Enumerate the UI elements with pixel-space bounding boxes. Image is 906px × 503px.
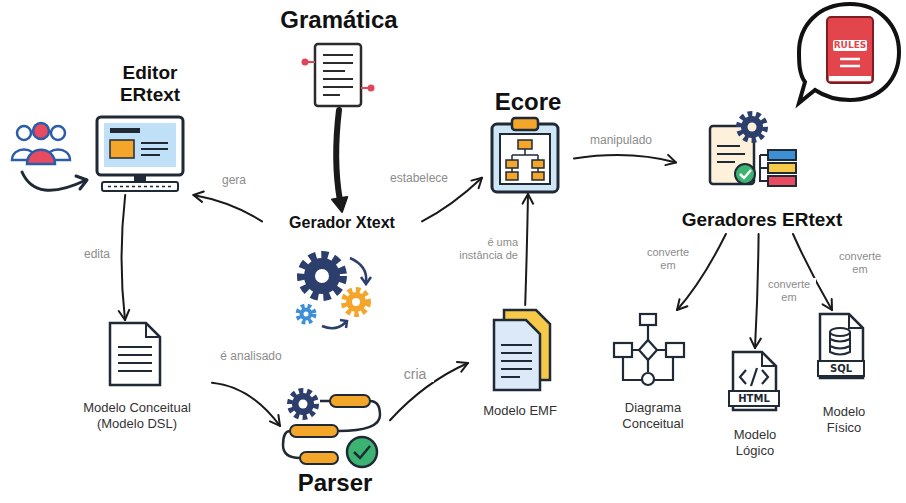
output-node: Modelo Lógico xyxy=(712,348,798,461)
connector xyxy=(390,362,468,420)
title-node: Gramática xyxy=(268,4,410,110)
arrowhead xyxy=(332,197,347,212)
arrowhead xyxy=(677,299,687,310)
arrowhead xyxy=(823,299,832,310)
ecore-icon xyxy=(492,118,558,192)
node-label: Modelo Físico xyxy=(814,404,874,435)
arrowhead xyxy=(270,415,280,426)
file-type: SQL xyxy=(818,361,864,376)
node-label: Gerador Xtext xyxy=(289,214,395,233)
arrowhead xyxy=(457,362,468,372)
connector-line xyxy=(193,195,262,221)
edge-label: converte em xyxy=(640,246,696,271)
node-label: Editor ERtext xyxy=(105,62,195,107)
stacked-documents-icon xyxy=(494,310,550,390)
output-node: Diagrama Conceitual xyxy=(605,310,701,434)
connector-line xyxy=(212,383,280,426)
edge-label: edita xyxy=(78,248,116,262)
connector-line xyxy=(525,194,528,305)
connector xyxy=(332,110,347,212)
arrowhead xyxy=(471,178,482,189)
html-file-icon xyxy=(729,352,779,410)
node-label: Diagrama Conceitual xyxy=(613,400,693,431)
connector-line xyxy=(122,195,126,320)
node-label: Parser xyxy=(298,469,373,497)
model-node: Modelo Conceitual (Modelo DSL) xyxy=(62,320,212,434)
connector-line xyxy=(390,363,468,420)
editor-node: Editor ERtext xyxy=(88,60,212,195)
arrowhead xyxy=(665,155,676,165)
users-icon xyxy=(12,123,87,190)
connector xyxy=(212,383,280,426)
generators-icon xyxy=(710,114,796,186)
edge-label: converte em xyxy=(832,250,888,275)
xtext-node: Gerador Xtext xyxy=(262,212,422,330)
connector xyxy=(119,195,130,320)
arrowhead xyxy=(119,310,130,320)
ecore-node: Ecore xyxy=(482,86,574,194)
connector-line xyxy=(574,155,676,162)
edge-label: é uma instância de xyxy=(446,236,520,261)
node-label: Modelo Lógico xyxy=(720,427,790,458)
connector xyxy=(193,192,262,222)
edge-label: cria xyxy=(396,366,434,382)
node-label: Modelo EMF xyxy=(483,403,557,418)
book-title: RULES xyxy=(833,40,867,51)
arrowhead xyxy=(193,192,203,202)
computer-icon xyxy=(97,117,183,191)
gears-icon xyxy=(298,255,371,328)
node-label: Modelo Conceitual (Modelo DSL) xyxy=(67,400,207,431)
node-label: Gramática xyxy=(280,6,397,34)
rules-bubble xyxy=(799,4,899,103)
node-label: Geradores ERtext xyxy=(682,209,843,231)
edge-label: converte em xyxy=(762,278,816,303)
document-icon xyxy=(110,323,160,385)
sql-file-icon xyxy=(818,314,864,378)
connector-line xyxy=(336,110,340,199)
model-node: Modelo EMF xyxy=(468,305,572,421)
arrowhead xyxy=(750,338,761,348)
connector xyxy=(523,194,534,305)
parser-icon xyxy=(283,391,380,467)
edge-label: gera xyxy=(214,174,254,188)
parser-node: Parser xyxy=(280,386,390,500)
edge-label: estabelece xyxy=(384,172,454,186)
edge-label: manipulado xyxy=(584,134,658,148)
arrowhead xyxy=(523,194,534,204)
flow-diagram-icon xyxy=(614,314,684,385)
connector-line xyxy=(755,234,759,348)
connector xyxy=(574,155,676,165)
generators-node: Geradores ERtext xyxy=(676,104,848,234)
file-type: HTML xyxy=(729,391,779,406)
grammar-icon xyxy=(302,44,375,106)
edge-label: é analisado xyxy=(214,350,288,364)
connector xyxy=(750,234,761,348)
node-label: Ecore xyxy=(495,88,562,116)
